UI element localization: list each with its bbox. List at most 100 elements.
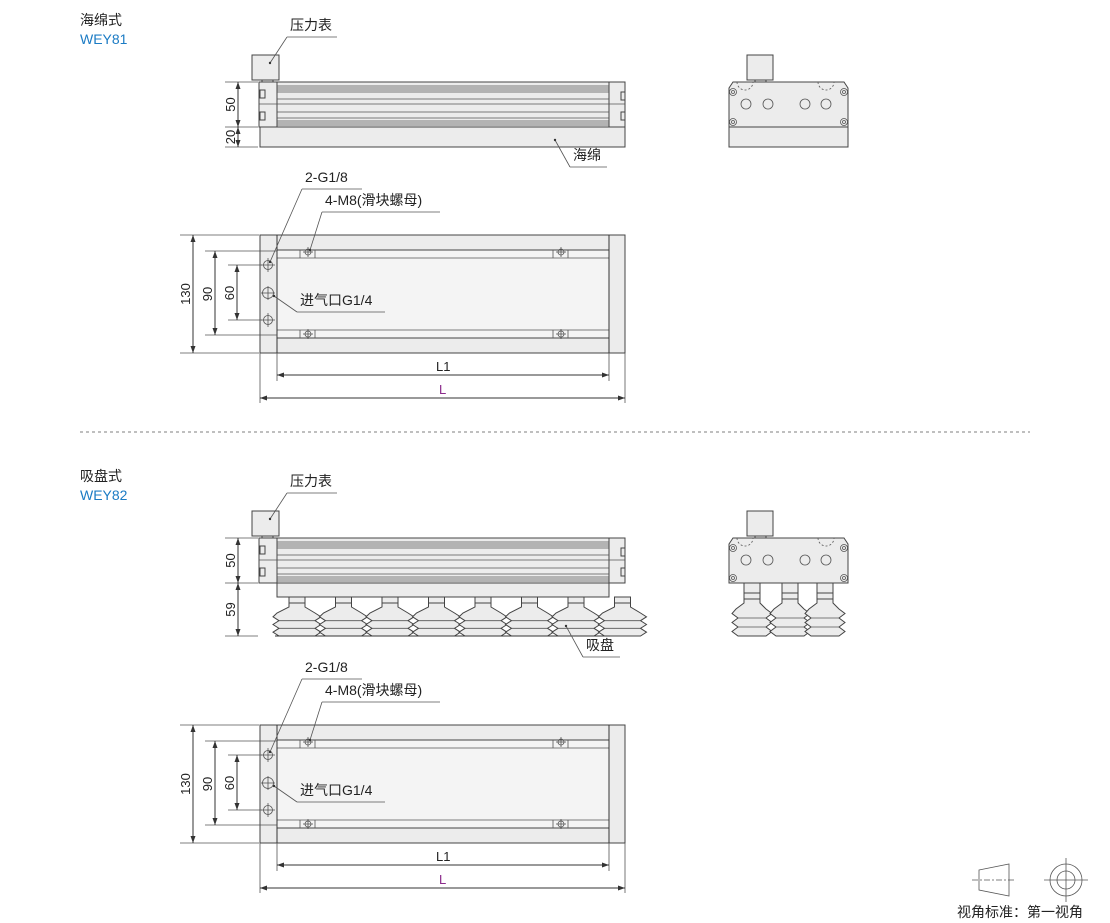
bolt-hole	[840, 118, 848, 126]
hidden-port	[817, 537, 835, 547]
cup-fitting	[381, 596, 399, 604]
pressure-gauge	[746, 510, 774, 537]
arrowhead	[212, 741, 218, 748]
plan-center	[276, 739, 610, 829]
arrowhead	[234, 755, 240, 762]
section-title: 海绵式	[80, 12, 122, 28]
dim-60: 60	[222, 776, 237, 790]
dim-L1: L1	[436, 849, 450, 864]
bottom-label: 海绵	[573, 147, 601, 163]
section-title: 吸盘式	[80, 468, 122, 484]
model-code: WEY82	[80, 487, 128, 503]
cup-stem	[816, 582, 834, 594]
arrowhead	[260, 395, 267, 401]
bolt-hole	[729, 88, 737, 96]
arrowhead	[260, 885, 267, 891]
cup-fitting	[288, 596, 306, 604]
nut-label: 4-M8(滑块螺母)	[325, 682, 422, 698]
dim-L1: L1	[436, 359, 450, 374]
bolt-hole	[731, 90, 735, 94]
arrowhead	[277, 372, 284, 378]
suction-cup	[318, 600, 369, 637]
cup-fitting	[614, 596, 631, 604]
port-hole	[740, 98, 752, 110]
port-hole	[820, 554, 832, 566]
bolt-hole	[729, 574, 737, 582]
port-label: 2-G1/8	[305, 659, 348, 675]
arrowhead	[618, 395, 625, 401]
bolt-hole	[840, 544, 848, 552]
leader-line	[269, 492, 288, 520]
manifold-plate	[276, 582, 610, 598]
leader-line	[309, 211, 323, 251]
leader-dot	[308, 738, 312, 742]
leader-line	[269, 188, 303, 263]
suction-cup	[551, 600, 601, 637]
cup-fitting	[474, 596, 492, 604]
leader-line	[309, 701, 323, 741]
port-hole	[799, 98, 811, 110]
arrowhead	[234, 265, 240, 272]
cup-fitting	[567, 596, 585, 604]
dim-L: L	[439, 872, 446, 887]
suction-cup	[458, 600, 508, 637]
leader-dot	[272, 784, 276, 788]
arrowhead	[235, 120, 241, 127]
cup-fitting	[428, 596, 445, 604]
clip	[620, 91, 626, 101]
dim-90: 90	[200, 287, 215, 301]
dim-60: 60	[222, 286, 237, 300]
inlet-label: 进气口G1/4	[300, 292, 373, 308]
sponge-pad	[728, 126, 849, 148]
clip	[259, 89, 266, 99]
arrowhead	[190, 346, 196, 353]
suction-cup	[769, 596, 811, 637]
bolt-hole	[731, 546, 735, 550]
gauge-label: 压力表	[290, 17, 332, 33]
arrowhead	[235, 82, 241, 89]
dim-L: L	[439, 382, 446, 397]
suction-cup	[597, 600, 648, 637]
arrowhead	[602, 372, 609, 378]
cup-fitting	[335, 596, 352, 604]
bolt-hole	[842, 576, 846, 580]
leader-dot	[564, 624, 568, 628]
port-hole	[740, 554, 752, 566]
bolt-hole	[731, 120, 735, 124]
arrowhead	[235, 629, 241, 636]
suction-cup	[804, 596, 846, 637]
plan-center	[276, 249, 610, 339]
clip	[620, 567, 626, 577]
cup-stem	[743, 582, 761, 594]
clip	[259, 567, 266, 577]
hidden-port	[817, 81, 835, 91]
arrowhead	[235, 127, 241, 134]
port-hole	[762, 554, 774, 566]
hidden-port	[736, 81, 754, 91]
bottom-label: 吸盘	[586, 637, 614, 653]
dim-height-body: 50	[223, 97, 238, 111]
inlet-label: 进气口G1/4	[300, 782, 373, 798]
suction-cup	[272, 600, 322, 637]
arrowhead	[212, 328, 218, 335]
cup-fitting	[781, 592, 799, 600]
arrowhead	[190, 235, 196, 242]
suction-cup	[411, 600, 462, 637]
cup-fitting	[816, 592, 834, 600]
end-cap	[728, 537, 849, 584]
bolt-hole	[842, 120, 846, 124]
arrowhead	[212, 251, 218, 258]
suction-cup	[731, 596, 773, 637]
leader-dot	[268, 61, 272, 65]
arrowhead	[190, 836, 196, 843]
bolt-hole	[729, 544, 737, 552]
arrowhead	[234, 803, 240, 810]
arrowhead	[235, 538, 241, 545]
gauge-label: 压力表	[290, 473, 332, 489]
sponge-pad	[259, 126, 626, 148]
leader-dot	[553, 138, 557, 142]
